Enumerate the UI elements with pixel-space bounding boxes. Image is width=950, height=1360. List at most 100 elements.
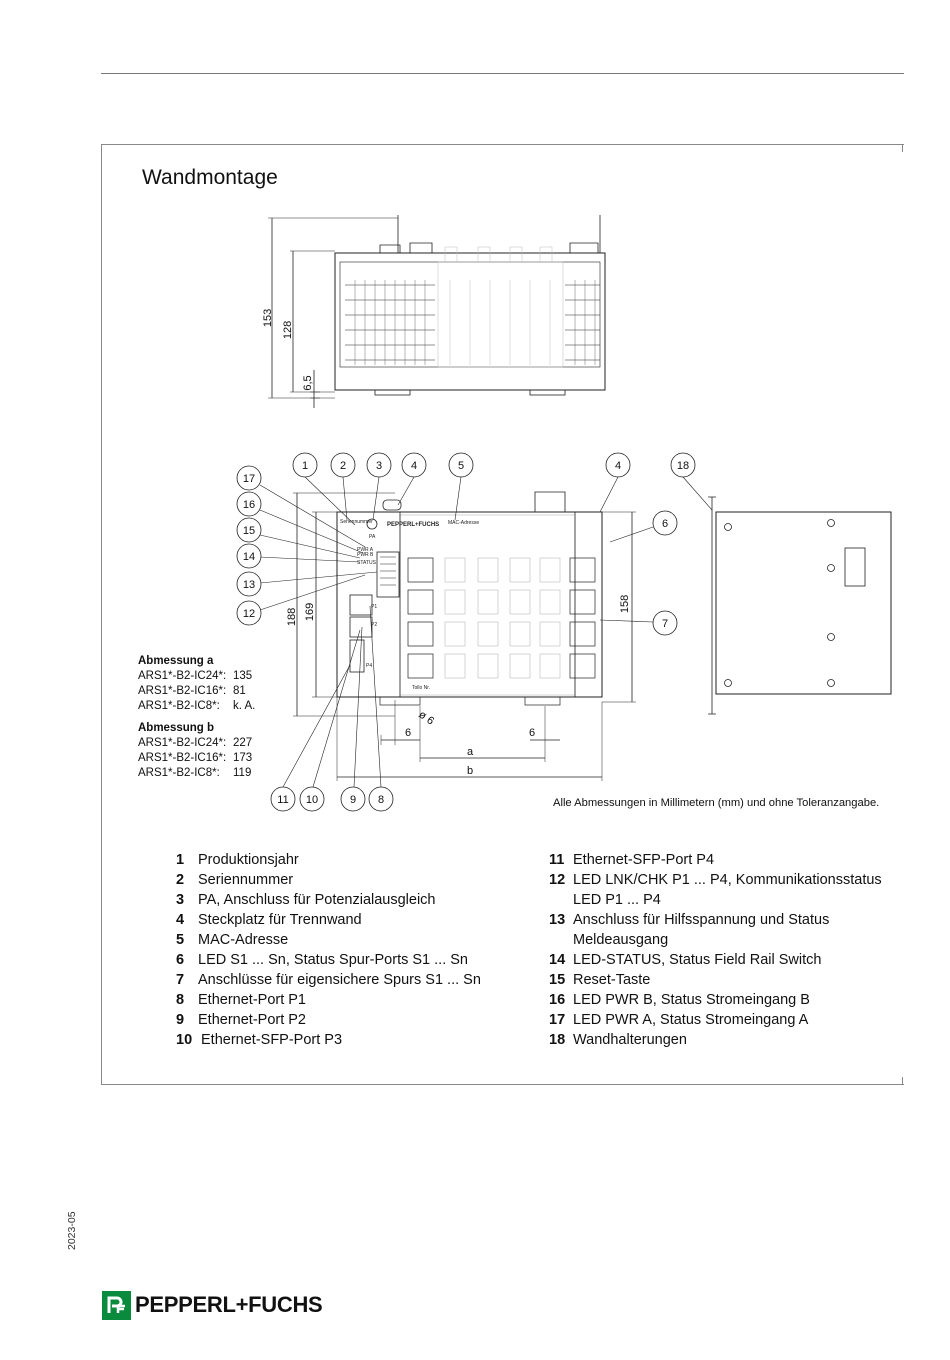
dimension-label: ARS1*-B2-IC16*: (138, 685, 227, 697)
dimensions-note: Alle Abmessungen in Millimetern (mm) und… (553, 797, 880, 809)
callout-number: 11 (277, 794, 288, 806)
dim-158: 158 (619, 595, 631, 613)
revision-date: 2023-05 (66, 1211, 78, 1250)
legend-item: 14 LED-STATUS, Status Field Rail Switch (549, 950, 882, 970)
frame-tick (902, 144, 903, 152)
legend-text: LED S1 ... Sn, Status Spur-Ports S1 ... … (198, 952, 468, 968)
label-serial: Seriennummer (340, 519, 373, 525)
dim-188: 188 (286, 608, 298, 626)
legend-text: LED PWR A, Status Stromeingang A (573, 1012, 809, 1028)
legend-num: 9 (176, 1012, 185, 1028)
legend-num: 17 (549, 1012, 566, 1028)
legend-item: 17 LED PWR A, Status Stromeingang A (549, 1010, 882, 1030)
callout-number: 18 (677, 460, 689, 472)
legend-num: 7 (176, 972, 185, 988)
dimension-value: 119 (233, 767, 252, 779)
legend-num: 5 (176, 932, 185, 948)
callout-number: 1 (302, 460, 308, 472)
label-mac: MAC-Adresse (448, 520, 479, 526)
legend-text: LED LNK/CHK P1 ... P4, Kommunikationssta… (573, 872, 882, 888)
dimension-label: ARS1*-B2-IC24*: (138, 737, 227, 749)
legend-num: 11 (549, 852, 565, 868)
legend-item: 4 Steckplatz für Trennwand (176, 910, 481, 930)
legend-num: 12 (549, 872, 566, 888)
brand-name: PEPPERL+FUCHS (135, 1292, 323, 1317)
label-pa: PA (369, 534, 376, 540)
brand-logo: PEPPERL+FUCHS (102, 1290, 323, 1320)
label-pwrb: PWR B (357, 552, 374, 558)
section-title: Wandmontage (142, 166, 278, 189)
legend-num: 4 (176, 912, 185, 928)
callout-number: 5 (458, 460, 464, 472)
dimension-label: ARS1*-B2-IC16*: (138, 752, 227, 764)
callout-numbers: 1 2 3 4 5 4 18 17 16 15 14 13 12 6 7 11 … (243, 460, 689, 806)
dimension-value: k. A. (233, 700, 256, 712)
legend-num: 10 (176, 1032, 193, 1048)
label-tag: Tollo Nr. (412, 685, 430, 691)
content-frame (101, 144, 904, 1085)
legend-text: Ethernet-SFP-Port P3 (201, 1032, 343, 1048)
legend-text: Anschluss für Hilfsspannung und Status (573, 912, 830, 928)
callout-number: 4 (411, 460, 417, 472)
legend-text: PA, Anschluss für Potenzialausgleich (198, 892, 436, 908)
label-p4: P4 (366, 663, 372, 669)
dimension-a-block: Abmessung a ARS1*-B2-IC24*:135 ARS1*-B2-… (138, 654, 255, 714)
dimension-b-heading: Abmessung b (138, 722, 215, 734)
legend-num: 2 (176, 872, 185, 888)
device-labels: Seriennummer PA PEPPERL+FUCHS MAC-Adress… (340, 519, 479, 691)
dim-phi: ø 6 (416, 709, 436, 728)
dimension-label: ARS1*-B2-IC8*: (138, 767, 220, 779)
dimension-row: ARS1*-B2-IC24*: 227 (138, 736, 252, 751)
callout-number: 16 (243, 499, 255, 511)
callout-circles (236, 452, 696, 812)
dim-169: 169 (304, 603, 316, 621)
side-view (708, 496, 892, 715)
legend-continuation: LED P1 ... P4 (573, 892, 661, 908)
legend-item: 7 Anschlüsse für eigensichere Spurs S1 ..… (176, 970, 481, 990)
dimension-row: ARS1*-B2-IC8*: 119 (138, 766, 251, 781)
dim-b: b (467, 765, 473, 777)
callout-number: 17 (243, 473, 255, 485)
legend-continuation: Meldeausgang (573, 932, 669, 948)
dimension-label: ARS1*-B2-IC24*: (138, 670, 227, 682)
top-view (268, 215, 606, 408)
brand-logo-icon (102, 1290, 131, 1320)
dimension-a-heading: Abmessung a (138, 655, 214, 667)
legend-item: 12 LED LNK/CHK P1 ... P4, Kommunikationss… (549, 870, 882, 890)
callout-number: 4 (615, 460, 621, 472)
label-p1: P1 (371, 604, 377, 610)
dimension-label: ARS1*-B2-IC8*: (138, 700, 220, 712)
legend-text: LED-STATUS, Status Field Rail Switch (573, 952, 822, 968)
label-status: STATUS (357, 560, 377, 566)
callout-number: 6 (662, 518, 668, 530)
dimension-row: ARS1*-B2-IC8*: k. A. (138, 699, 255, 714)
callout-number: 15 (243, 525, 255, 537)
callout-number: 3 (376, 460, 382, 472)
dimension-values: 153 128 6,5 188 169 158 6 6 a b ø 6 (262, 309, 631, 777)
legend-num: 14 (549, 952, 566, 968)
top-rule (101, 73, 904, 74)
legend-text: Anschlüsse für eigensichere Spurs S1 ...… (198, 972, 481, 988)
legend-text: LED PWR B, Status Stromeingang B (573, 992, 810, 1008)
callout-number: 14 (243, 551, 255, 563)
dimension-value: 227 (233, 737, 253, 749)
legend-text: Steckplatz für Trennwand (198, 912, 362, 928)
legend-num: 15 (549, 972, 566, 988)
label-p2: P2 (371, 622, 377, 628)
legend-text: Ethernet-Port P2 (198, 1012, 306, 1028)
dimension-value: 173 (233, 752, 253, 764)
dimension-row: ARS1*-B2-IC16*: 173 (138, 751, 252, 766)
dim-6-5: 6,5 (302, 375, 314, 390)
dimension-b-block: Abmessung b ARS1*-B2-IC24*: 227 ARS1*-B2-… (138, 721, 252, 781)
